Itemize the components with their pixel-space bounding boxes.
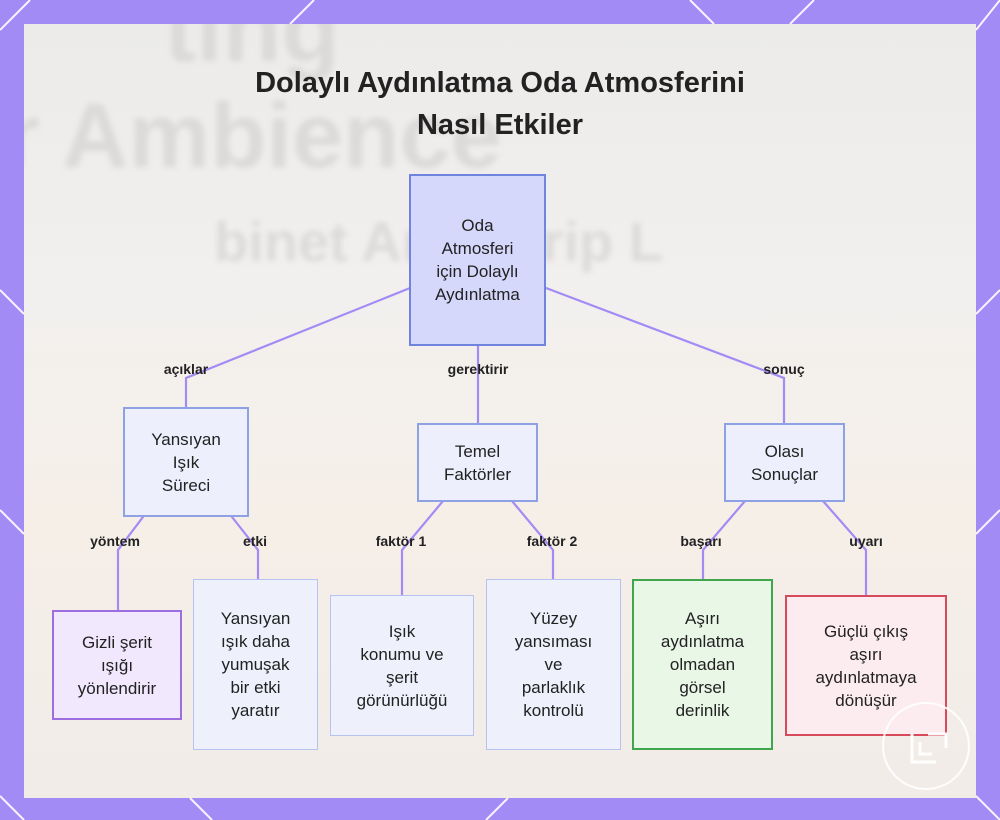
diagram-title: Dolaylı Aydınlatma Oda Atmosferini Nasıl… [24, 62, 976, 146]
node-light-position: Işık konumu ve şerit görünürlüğü [330, 595, 474, 736]
edge-outcomes-overlight [821, 499, 868, 597]
node-visual-depth: Aşırı aydınlatma olmadan görsel derinlik [632, 579, 773, 750]
edge-label-warning: uyarı [849, 533, 883, 549]
title-line-2: Nasıl Etkiler [416, 109, 584, 141]
edge-factors-surface [510, 499, 555, 582]
node-soft-effect: Yansıyan ışık daha yumuşak bir etki yara… [193, 579, 318, 750]
edge-reflected-soft [230, 515, 260, 582]
node-hidden-strip: Gizli şerit ışığı yönlendirir [52, 610, 182, 720]
edge-label-success: başarı [680, 533, 722, 549]
node-reflected-light-label: Yansıyan Işık Süreci [151, 429, 221, 495]
edge-label-factor1: faktör 1 [375, 533, 427, 549]
edge-label-explains: açıklar [163, 361, 209, 377]
edge-label-factor2: faktör 2 [526, 533, 578, 549]
node-outcomes-label: Olası Sonuçlar [750, 441, 819, 484]
edge-reflected-hidden [116, 515, 145, 612]
node-soft-effect-label: Yansıyan ışık daha yumuşak bir etki yara… [220, 609, 291, 720]
background-text: r Ambience [24, 85, 502, 187]
node-key-factors: Temel Faktörler [417, 423, 538, 502]
edge-label-requires: gerektirir [447, 361, 509, 377]
edge-root-outcomes [544, 286, 786, 425]
title-line-1: Dolaylı Aydınlatma Oda Atmosferini [255, 67, 745, 99]
node-root: Oda Atmosferi için Dolaylı Aydınlatma [409, 174, 546, 346]
node-root-label: Oda Atmosferi için Dolaylı Aydınlatma [435, 216, 520, 304]
brand-logo-icon [910, 732, 948, 764]
edge-label-method: yöntem [90, 533, 140, 549]
node-hidden-strip-label: Gizli şerit ışığı yönlendirir [77, 632, 157, 698]
edge-label-effect: etki [242, 533, 268, 549]
node-outcomes: Olası Sonuçlar [724, 423, 845, 502]
node-light-position-label: Işık konumu ve şerit görünürlüğü [356, 621, 448, 710]
node-visual-depth-label: Aşırı aydınlatma olmadan görsel derinlik [660, 609, 745, 720]
edge-root-reflected [184, 286, 412, 410]
edge-label-result: sonuç [763, 361, 805, 377]
node-reflected-light: Yansıyan Işık Süreci [123, 407, 249, 517]
brand-logo [882, 702, 970, 790]
edge-outcomes-depth [701, 499, 747, 582]
node-surface-reflection: Yüzey yansıması ve parlaklık kontrolü [486, 579, 621, 750]
node-overlighting-label: Güçlü çıkış aşırı aydınlatmaya dönüşür [815, 621, 917, 710]
edge-factors-position [400, 499, 445, 597]
node-surface-reflection-label: Yüzey yansıması ve parlaklık kontrolü [514, 609, 593, 720]
background-text: ting [164, 24, 340, 82]
node-key-factors-label: Temel Faktörler [443, 441, 512, 484]
